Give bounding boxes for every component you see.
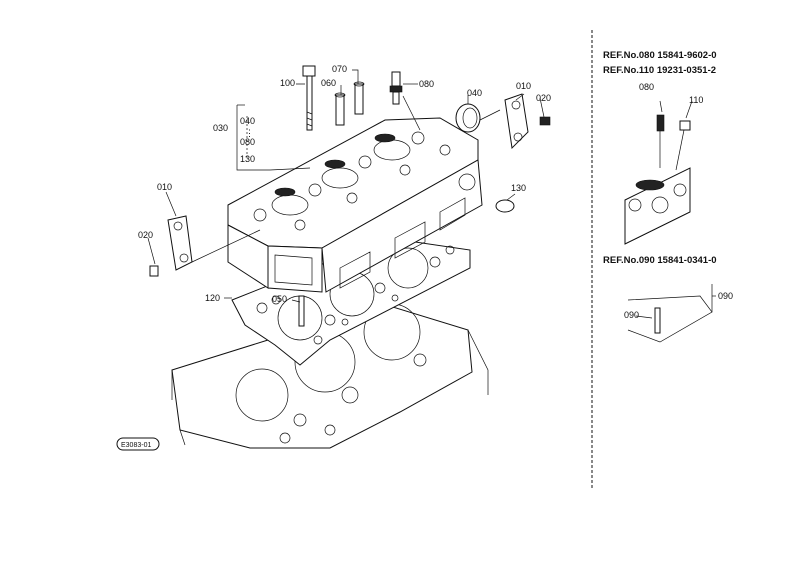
callout-040: 040	[467, 88, 482, 98]
callout-120: 120	[205, 293, 220, 303]
detail-view-sensor	[624, 100, 693, 245]
callout-060: 060	[321, 78, 336, 88]
callout-030-130: 130	[240, 154, 255, 164]
engine-hanger-right	[504, 93, 529, 150]
detail-callout-090-left: 090	[624, 310, 639, 320]
nozzle-sleeve	[353, 81, 365, 115]
callout-010-left: 010	[157, 182, 172, 192]
callout-080: 080	[419, 79, 434, 89]
svg-text:⋮: ⋮	[245, 128, 254, 138]
callout-010-right: 010	[516, 81, 531, 91]
nozzle-holder-sleeve	[334, 92, 346, 126]
callout-050: 050	[272, 294, 287, 304]
callout-100: 100	[280, 78, 295, 88]
detail-callout-090-right: 090	[718, 291, 733, 301]
reference-080: REF.No.080 15841-9602-0	[603, 50, 717, 61]
callout-130: 130	[511, 183, 526, 193]
engine-hanger-left	[167, 215, 193, 271]
stud-050	[298, 295, 305, 327]
reference-110: REF.No.110 19231-0351-2	[603, 65, 716, 76]
plug	[455, 103, 481, 133]
figure-stamp: E3083-01	[116, 437, 160, 451]
callout-070: 070	[332, 64, 347, 74]
detail-view-stud	[627, 284, 716, 343]
stamp-text: E3083-01	[121, 442, 151, 449]
callout-030-040: 040	[240, 116, 255, 126]
plug-130	[495, 199, 515, 213]
bolt-right	[539, 116, 551, 126]
sensor-plug	[389, 71, 403, 105]
callout-030-080: 080	[240, 137, 255, 147]
detail-callout-110: 110	[689, 95, 703, 105]
callout-020-right: 020	[536, 93, 551, 103]
leader-lines	[147, 66, 545, 303]
head-bolt	[302, 65, 316, 131]
callout-030: 030	[213, 123, 228, 133]
reference-090: REF.No.090 15841-0341-0	[603, 255, 717, 266]
bolt-left	[149, 265, 159, 277]
detail-callout-080: 080	[639, 82, 654, 92]
cylinder-head	[227, 117, 483, 293]
callout-020-left: 020	[138, 230, 153, 240]
